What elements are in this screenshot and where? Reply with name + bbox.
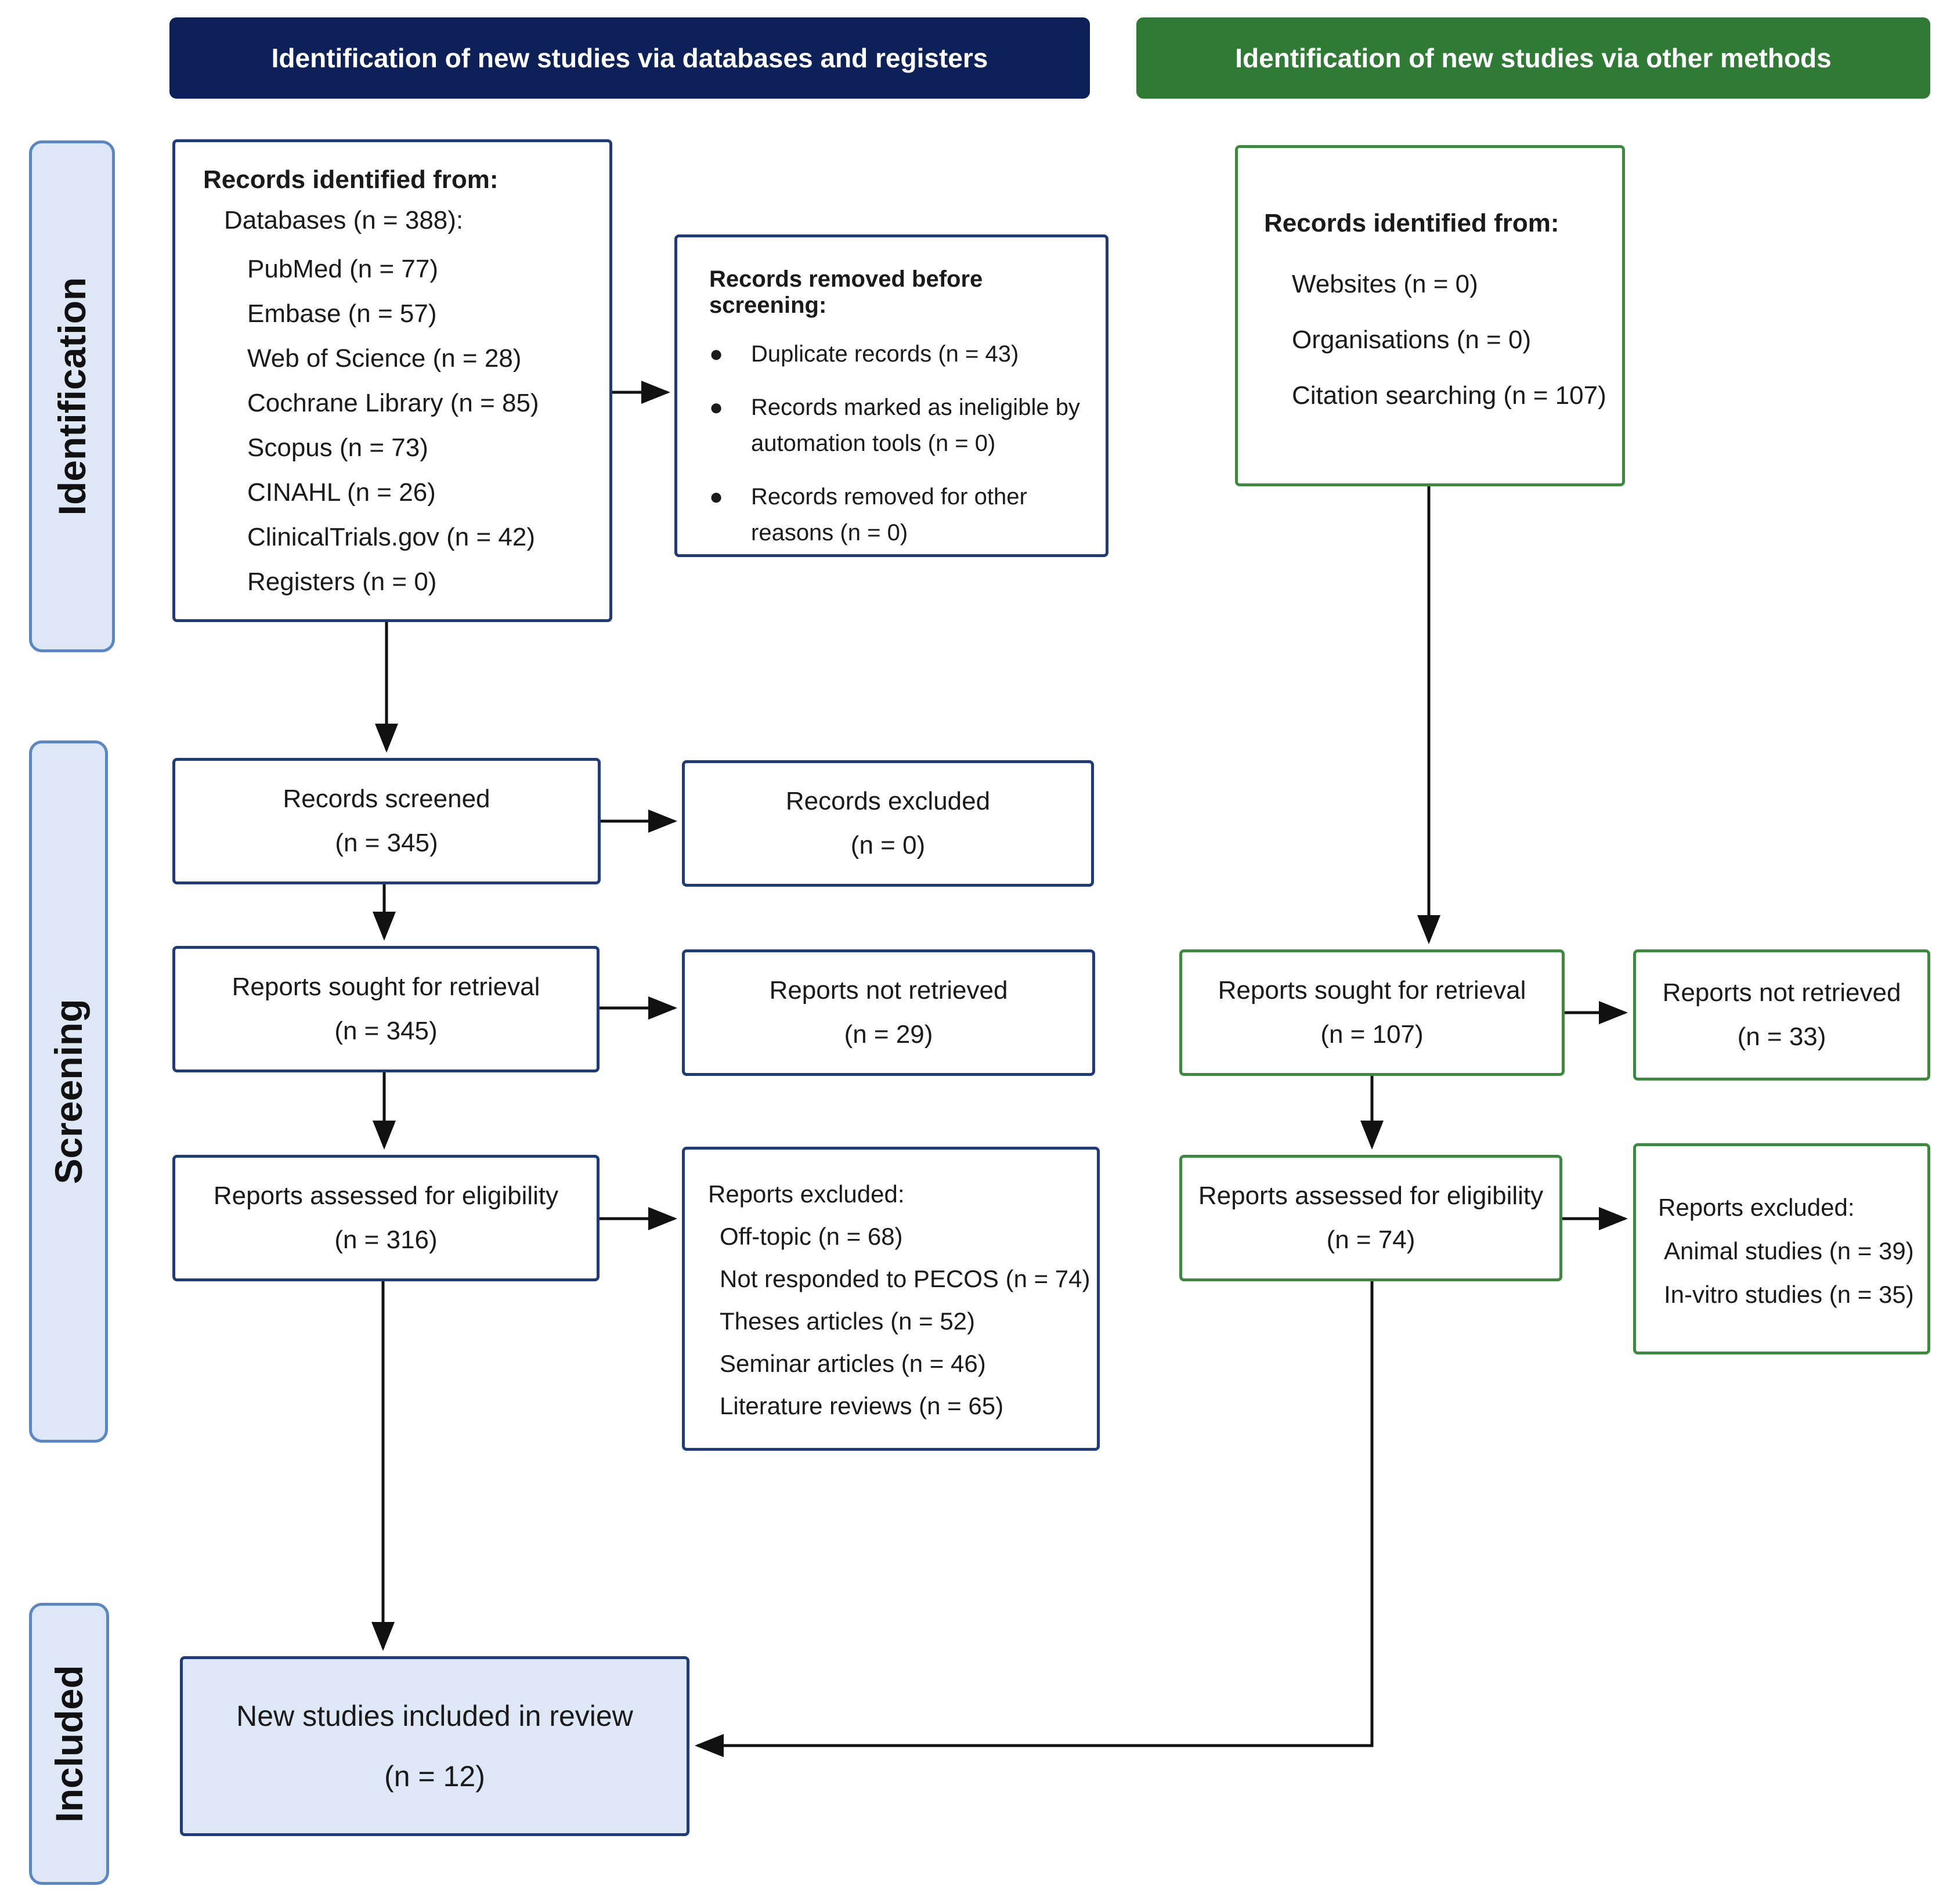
studies-included-label: New studies included in review <box>236 1700 633 1732</box>
removed-item-text: Records removed for other reasons (n = 0… <box>751 484 1027 545</box>
removed-item: ● Records marked as ineligible by automa… <box>709 389 1088 461</box>
other-identified-title: Records identified from: <box>1264 209 1559 237</box>
records-identified-title: Records identified from: <box>203 165 499 194</box>
records-screened-label: Records screened <box>283 785 490 813</box>
exclusion-reason: Animal studies (n = 39) <box>1664 1237 1914 1264</box>
removed-item: ● Records removed for other reasons (n =… <box>709 479 1088 551</box>
database-item: ClinicalTrials.gov (n = 42) <box>247 523 535 551</box>
records-excluded-label: Records excluded <box>785 787 991 815</box>
other-reports-not-retrieved-box: Reports not retrieved (n = 33) <box>1633 949 1930 1081</box>
db-reports-assessed-count: (n = 316) <box>334 1226 438 1254</box>
other-source-item: Citation searching (n = 107) <box>1292 381 1606 410</box>
db-reports-sought-box: Reports sought for retrieval (n = 345) <box>172 946 600 1072</box>
studies-included-box: New studies included in review (n = 12) <box>180 1656 689 1836</box>
bullet-icon: ● <box>709 484 724 510</box>
exclusion-reason: Literature reviews (n = 65) <box>720 1392 1004 1419</box>
records-screened-count: (n = 345) <box>335 829 438 857</box>
other-methods-header-text: Identification of new studies via other … <box>1235 43 1832 73</box>
other-reports-not-retrieved-label: Reports not retrieved <box>1662 978 1901 1007</box>
database-item: Scopus (n = 73) <box>247 433 428 462</box>
db-reports-not-retrieved-label: Reports not retrieved <box>769 976 1008 1005</box>
db-reports-excluded-title: Reports excluded: <box>708 1180 905 1208</box>
exclusion-reason: In-vitro studies (n = 35) <box>1664 1281 1914 1308</box>
records-removed-box: Records removed before screening: ● Dupl… <box>674 234 1108 557</box>
databases-header-text: Identification of new studies via databa… <box>271 43 988 73</box>
other-reports-assessed-box: Reports assessed for eligibility (n = 74… <box>1179 1155 1562 1281</box>
db-reports-not-retrieved-box: Reports not retrieved (n = 29) <box>682 949 1095 1076</box>
records-removed-title: Records removed before screening: <box>709 266 983 318</box>
other-reports-excluded-box: Reports excluded: Animal studies (n = 39… <box>1633 1143 1930 1354</box>
bullet-icon: ● <box>709 341 724 367</box>
phase-included: Included <box>29 1603 109 1885</box>
db-reports-not-retrieved-count: (n = 29) <box>844 1020 933 1049</box>
exclusion-reason: Seminar articles (n = 46) <box>720 1350 986 1377</box>
phase-screening: Screening <box>29 740 108 1443</box>
studies-included-count: (n = 12) <box>384 1760 485 1793</box>
other-reports-sought-count: (n = 107) <box>1320 1020 1424 1049</box>
phase-identification: Identification <box>29 140 115 652</box>
databases-total: Databases (n = 388): <box>224 206 464 234</box>
arrow-other-assessed-to-included <box>695 1281 1374 1757</box>
database-item: Web of Science (n = 28) <box>247 344 522 373</box>
records-identified-other-box: Records identified from: Websites (n = 0… <box>1235 145 1625 486</box>
db-reports-assessed-box: Reports assessed for eligibility (n = 31… <box>172 1155 600 1281</box>
other-reports-excluded-title: Reports excluded: <box>1658 1194 1855 1221</box>
database-item: CINAHL (n = 26) <box>247 478 436 507</box>
removed-item: ● Duplicate records (n = 43) <box>709 336 1088 372</box>
records-screened-box: Records screened (n = 345) <box>172 758 601 884</box>
records-identified-databases-box: Records identified from: Databases (n = … <box>172 139 612 622</box>
other-source-item: Organisations (n = 0) <box>1292 326 1532 354</box>
exclusion-reason: Off-topic (n = 68) <box>720 1223 903 1250</box>
other-reports-sought-label: Reports sought for retrieval <box>1218 976 1526 1005</box>
databases-header: Identification of new studies via databa… <box>169 17 1090 99</box>
other-reports-not-retrieved-count: (n = 33) <box>1737 1023 1826 1051</box>
other-reports-sought-box: Reports sought for retrieval (n = 107) <box>1179 949 1565 1076</box>
removed-item-text: Duplicate records (n = 43) <box>751 341 1019 367</box>
db-reports-sought-label: Reports sought for retrieval <box>232 973 540 1001</box>
database-item: Embase (n = 57) <box>247 299 437 328</box>
exclusion-reason: Not responded to PECOS (n = 74) <box>720 1265 1090 1292</box>
other-source-item: Websites (n = 0) <box>1292 270 1478 298</box>
other-methods-header: Identification of new studies via other … <box>1136 17 1930 99</box>
db-reports-sought-count: (n = 345) <box>334 1017 438 1045</box>
records-excluded-box: Records excluded (n = 0) <box>682 760 1094 887</box>
db-reports-excluded-box: Reports excluded: Off-topic (n = 68) Not… <box>682 1147 1100 1451</box>
other-reports-assessed-count: (n = 74) <box>1326 1226 1415 1254</box>
database-item: Registers (n = 0) <box>247 568 437 596</box>
removed-item-text: Records marked as ineligible by automati… <box>751 395 1080 456</box>
db-reports-assessed-label: Reports assessed for eligibility <box>213 1182 559 1210</box>
records-excluded-count: (n = 0) <box>850 831 926 859</box>
bullet-icon: ● <box>709 395 724 420</box>
exclusion-reason: Theses articles (n = 52) <box>720 1307 976 1335</box>
other-reports-assessed-label: Reports assessed for eligibility <box>1198 1182 1544 1210</box>
database-item: PubMed (n = 77) <box>247 255 438 283</box>
database-item: Cochrane Library (n = 85) <box>247 389 539 417</box>
